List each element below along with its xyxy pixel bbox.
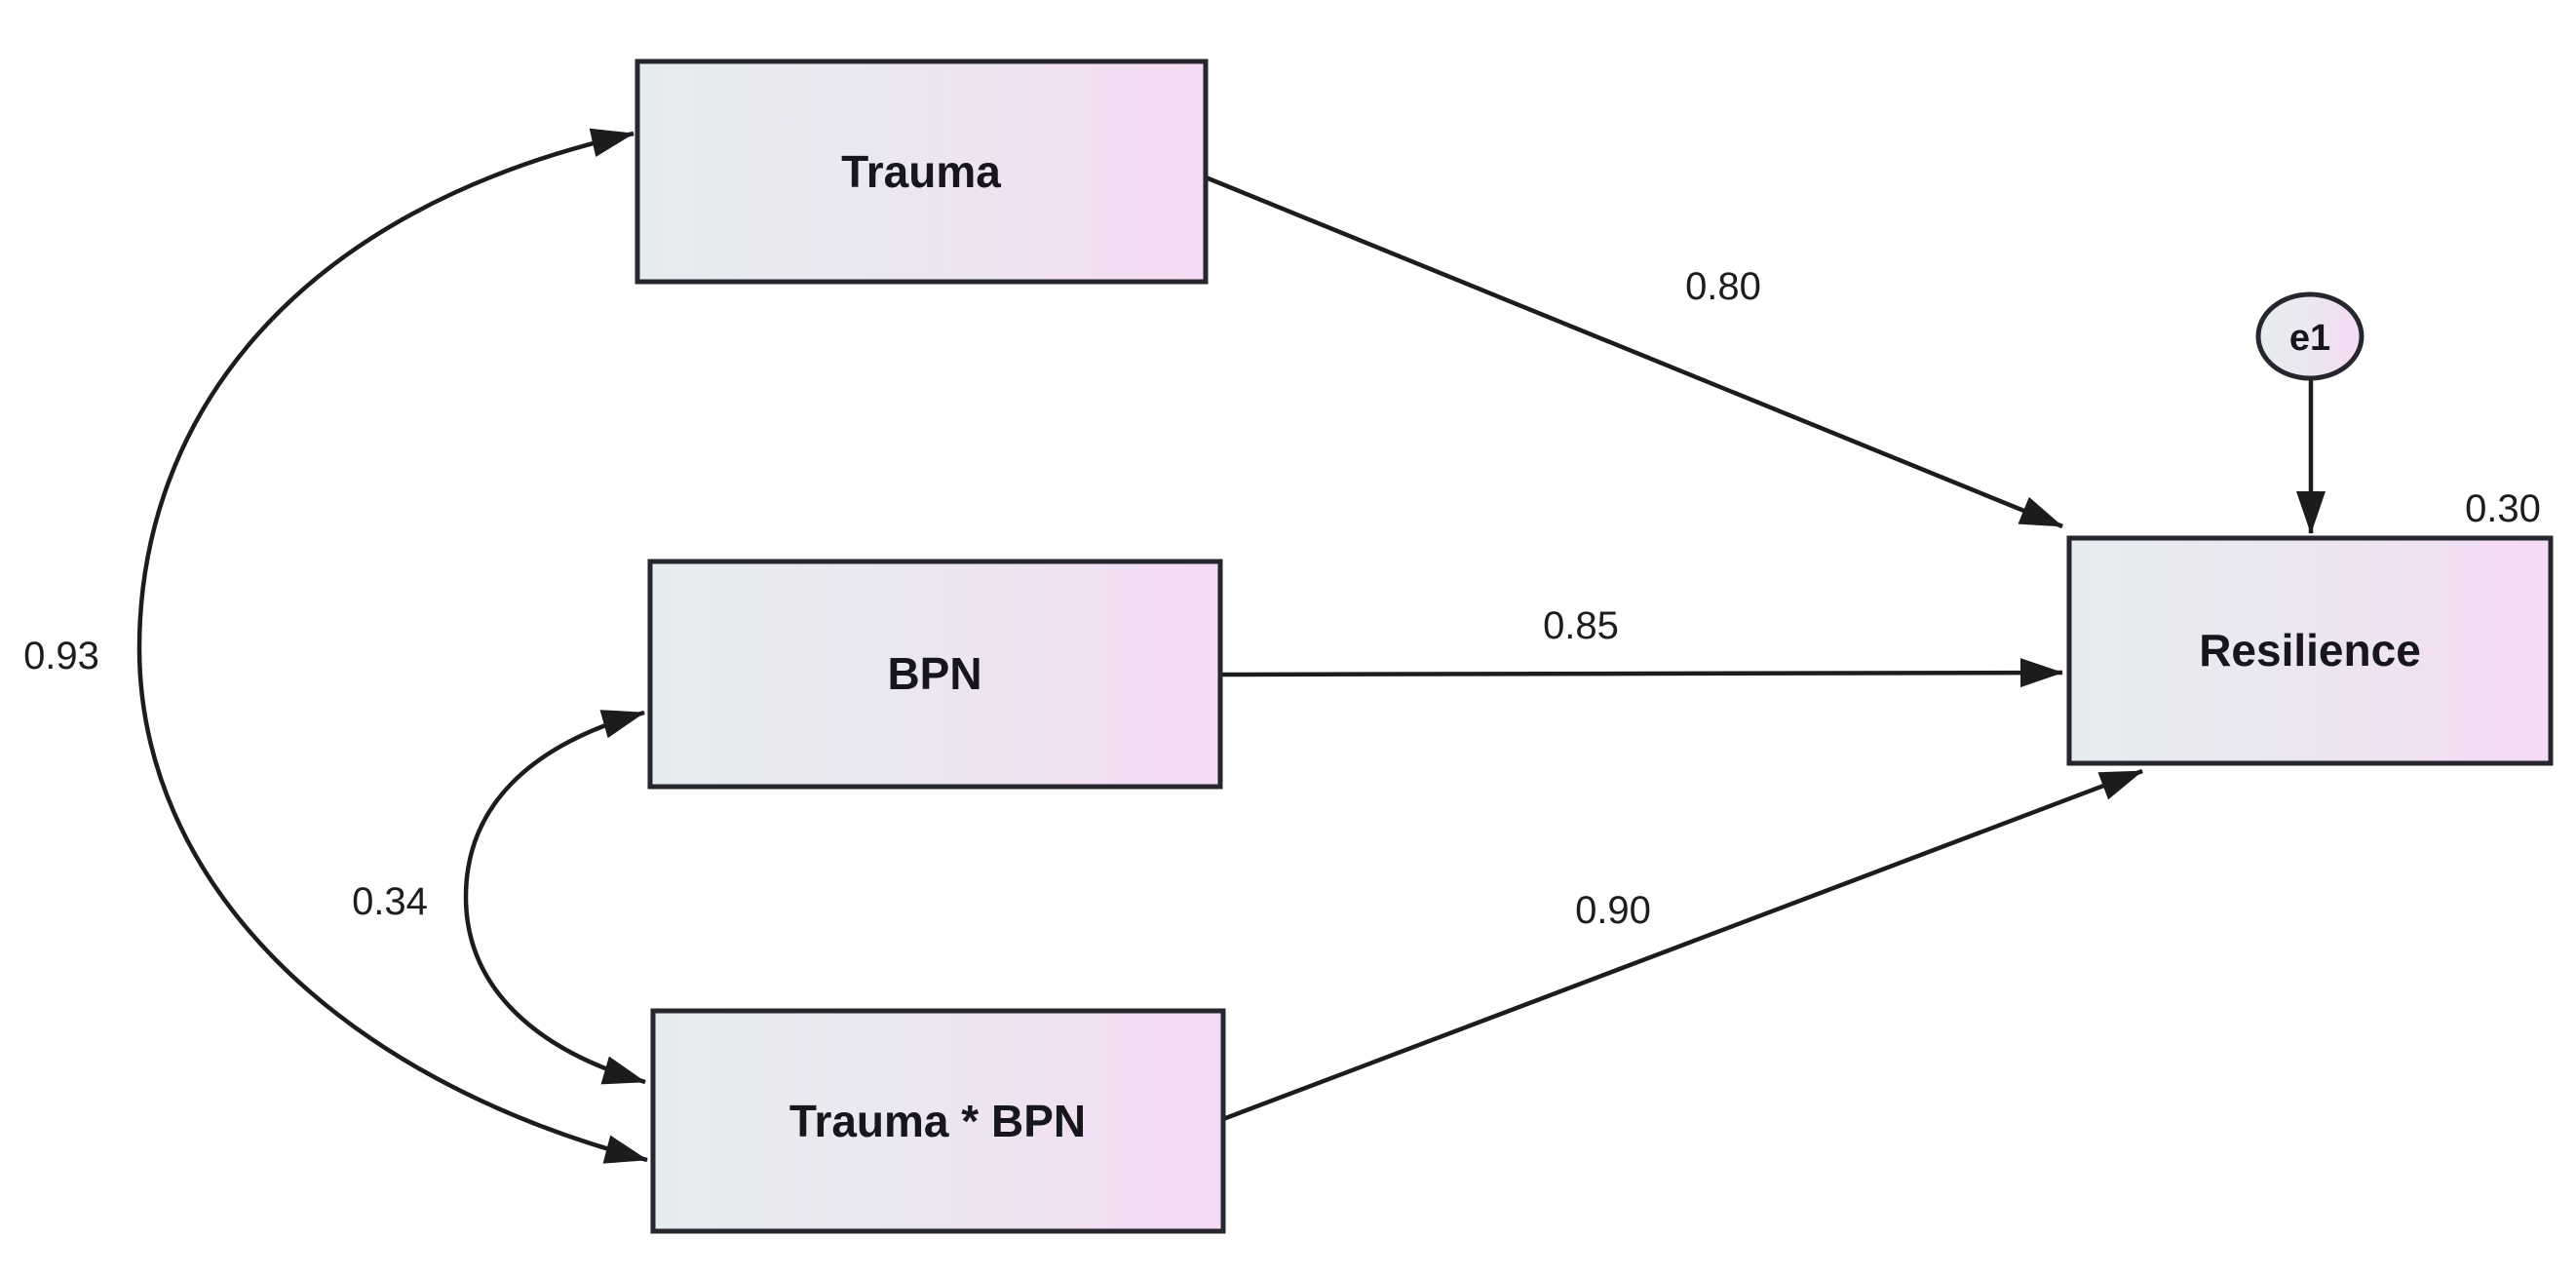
e1-ellipse — [2255, 291, 2365, 381]
arrow-traumabpn-to-resilience — [1222, 768, 2143, 1122]
trauma-bpn-label: Trauma * BPN — [789, 1096, 1086, 1146]
coefficient-label-traumabpn-resilience: 0.90 — [1575, 889, 1651, 932]
trauma-label: Trauma — [841, 146, 1001, 197]
covariance-arc-trauma-traumabpn — [136, 128, 648, 1164]
trauma-bpn-box — [650, 1008, 1226, 1234]
resilience-label: Resilience — [2199, 625, 2421, 676]
bpn-box — [647, 559, 1223, 790]
e1-label: e1 — [2289, 318, 2330, 359]
trauma-box — [634, 58, 1209, 285]
coefficient-label-trauma-resilience: 0.80 — [1685, 265, 1761, 308]
r-squared-label-resilience: 0.30 — [2465, 487, 2541, 530]
resilience-box — [2066, 535, 2554, 766]
covariance-arc-bpn-traumabpn — [463, 710, 646, 1085]
arrow-trauma-to-resilience — [1205, 174, 2063, 529]
coefficient-label-covariance-bpn-traumabpn: 0.34 — [352, 880, 428, 923]
bpn-label: BPN — [887, 648, 981, 699]
arrow-bpn-to-resilience — [1219, 658, 2063, 688]
coefficient-label-covariance-trauma-traumabpn: 0.93 — [23, 635, 99, 677]
coefficient-label-bpn-resilience: 0.85 — [1543, 604, 1619, 647]
